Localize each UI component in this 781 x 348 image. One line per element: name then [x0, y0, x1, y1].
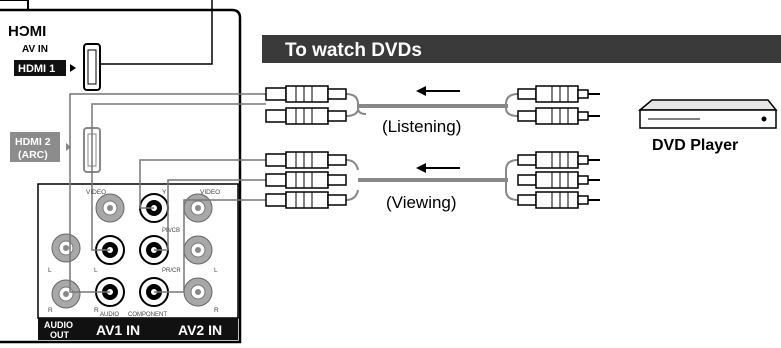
hdmi1-badge	[14, 60, 66, 76]
hdmi1-port-inner	[87, 49, 97, 85]
video-cable	[345, 159, 519, 201]
audio-out-jack-r	[51, 279, 81, 309]
r-right-label: R	[214, 307, 219, 314]
viewing-label: (Viewing)	[386, 193, 457, 212]
hdmi2-label: HDMI 2	[15, 136, 51, 148]
audio-out-badge	[38, 318, 80, 340]
l-left-label: L	[48, 267, 52, 274]
wire-audio-r	[69, 93, 266, 293]
video-right-label: VIDEO	[200, 189, 220, 196]
l-right-label: L	[214, 267, 218, 274]
audio-out-label-1: AUDIO	[44, 320, 73, 330]
hdmi-logo: HƆMI	[8, 23, 46, 40]
hdmi2-arrow-icon	[66, 143, 71, 151]
wire-pb	[154, 179, 266, 251]
av2-audio-r-jack	[183, 277, 213, 307]
panel-corner-notch	[0, 0, 29, 10]
video-left-label: VIDEO	[86, 189, 106, 196]
av1-video-jack	[95, 193, 125, 223]
dvd-player-label: DVD Player	[652, 137, 738, 154]
pr-label: PR/CR	[162, 268, 181, 274]
hdmi1-cable	[100, 0, 213, 65]
r-left-label: R	[48, 307, 53, 314]
hdmi2-badge	[10, 132, 60, 162]
wire-audio-l	[91, 103, 266, 251]
audio-cable	[345, 93, 519, 117]
y-label: Y	[162, 189, 167, 196]
av1-in-label: AV1 IN	[96, 322, 140, 338]
av-in-label: AV IN	[22, 44, 48, 55]
pb-label: PB/CB	[162, 228, 180, 234]
av2-in-badge	[174, 318, 238, 340]
listening-arrow-icon	[416, 86, 460, 96]
audio-out-jack-l	[51, 233, 81, 263]
dvd-player-icon	[637, 99, 778, 129]
viewing-arrow-icon	[416, 163, 460, 173]
hdmi1-label: HDMI 1	[18, 63, 55, 75]
l-mid-label: L	[94, 267, 98, 274]
r-mid-label: R	[94, 307, 99, 314]
panel-wires	[69, 93, 266, 293]
audio-left-plugs	[265, 85, 347, 125]
av1-in-badge	[80, 318, 174, 340]
video-left-plugs	[265, 151, 347, 209]
audio-right-plugs	[517, 85, 600, 125]
hdmi2-arc-label: (ARC)	[18, 149, 48, 161]
audio-small-label: AUDIO	[100, 312, 119, 318]
av2-audio-l-jack	[183, 235, 213, 265]
audio-out-label-2: OUT	[50, 330, 70, 340]
video-right-plugs	[517, 151, 600, 209]
av2-in-label: AV2 IN	[178, 322, 222, 338]
banner	[262, 35, 781, 63]
component-small-label: COMPONENT	[128, 312, 167, 318]
listening-label: (Listening)	[382, 117, 461, 136]
tv-rear-panel: HƆMI AV IN HDMI 1 HDMI 2 (ARC) VIDEO Y V…	[0, 0, 242, 344]
hdmi1-arrow-icon	[70, 64, 76, 72]
wire-pr	[154, 199, 266, 293]
wire-y	[139, 159, 266, 209]
banner-title: To watch DVDs	[285, 40, 422, 61]
av2-video-jack	[183, 193, 213, 223]
